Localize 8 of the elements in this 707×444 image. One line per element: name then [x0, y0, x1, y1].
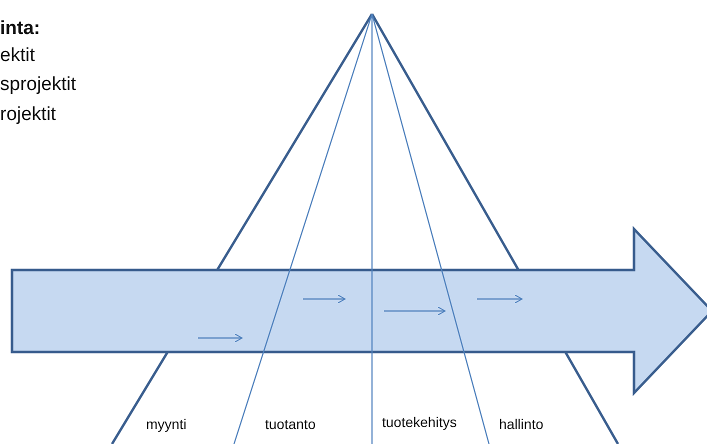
segment-label: hallinto [499, 416, 544, 432]
list-item: sprojektit [0, 74, 76, 96]
list-item: ektit [0, 45, 35, 67]
list-item: rojektit [0, 104, 56, 126]
segment-label: tuotekehitys [382, 414, 457, 430]
heading-text: inta: [0, 18, 40, 40]
segment-label: myynti [146, 416, 186, 432]
segment-label: tuotanto [265, 416, 316, 432]
